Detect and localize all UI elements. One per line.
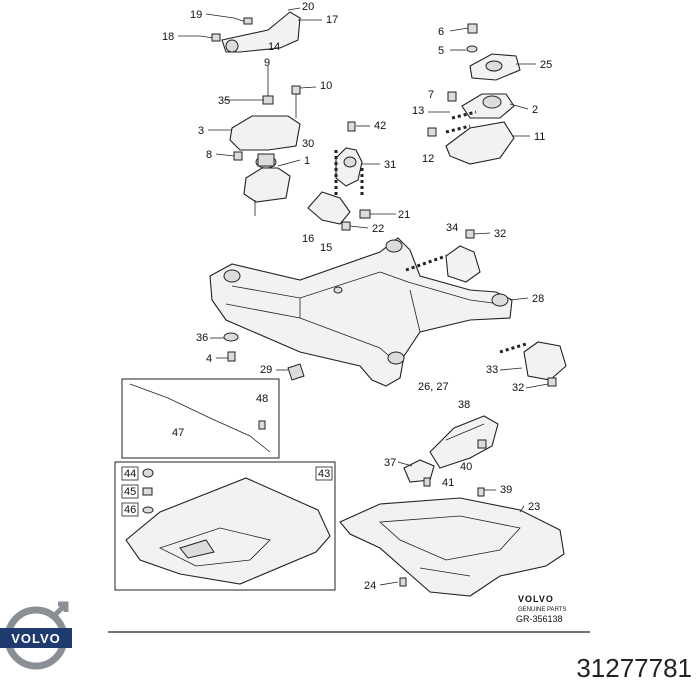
callout-10: 10 [320,80,332,92]
callout-41: 41 [442,477,454,489]
callout-17: 17 [326,14,338,26]
callout-5: 5 [438,45,444,57]
callout-12: 12 [422,153,434,165]
box-label-44: 44 [124,468,136,480]
engine-mount-bracket-3 [229,66,301,151]
callout-48: 48 [256,393,268,405]
callout-38: 38 [458,399,470,411]
drawing-number: GR-356138 [516,614,563,624]
callout-37: 37 [384,457,396,469]
front-subframe [209,237,513,387]
detail-box-panel [114,461,336,591]
genuine-parts-stamp: VOLVO GENUINE PARTS GR-356138 [516,594,566,624]
leader-lines [178,7,549,586]
callout-47: 47 [172,427,184,439]
box-label-43: 43 [318,468,330,480]
callout-35: 35 [218,95,230,107]
callout-19: 19 [190,9,202,21]
callout-29: 29 [260,364,272,376]
genuine-parts-text: GENUINE PARTS [518,607,566,613]
callout-18: 18 [162,31,174,43]
callout-24: 24 [364,580,376,592]
part-number: 31277781 [576,653,692,683]
callout-26-27: 26, 27 [418,381,449,393]
callout-15: 15 [320,242,332,254]
brand-stamp-text: VOLVO [518,594,554,604]
callout-40: 40 [460,461,472,473]
callout-8: 8 [206,149,212,161]
callout-1: 1 [304,155,310,167]
logo-text: VOLVO [11,631,61,646]
callout-39: 39 [500,484,512,496]
callout-28: 28 [532,293,544,305]
callout-7: 7 [428,89,434,101]
callout-33: 33 [486,364,498,376]
callout-3: 3 [198,125,204,137]
box-label-45: 45 [124,486,136,498]
callout-25: 25 [540,59,552,71]
callout-11: 11 [534,131,545,143]
callout-21: 21 [398,209,410,221]
callout-42: 42 [374,120,386,132]
callout-32-top: 32 [494,228,506,240]
detail-box-labels: 44 45 46 43 [124,468,330,516]
callout-22: 22 [372,223,384,235]
callout-32-bottom: 32 [512,382,524,394]
volvo-logo-icon: VOLVO [0,601,72,670]
callout-34: 34 [446,222,458,234]
callout-23: 23 [528,501,540,513]
callout-30: 30 [302,138,314,150]
callout-numbers: 19 20 17 18 14 9 10 35 3 8 1 30 42 31 21… [162,1,552,592]
engine-mount-1 [233,151,291,216]
torque-rod-group [199,11,301,53]
box-label-46: 46 [124,504,136,516]
detail-box-strip [121,378,280,459]
callout-16: 16 [302,233,314,245]
underbody-panel-23 [339,497,565,597]
callout-31: 31 [384,159,396,171]
mount-31-group [334,121,364,196]
callout-20: 20 [302,1,314,13]
mount-2-group [427,91,515,165]
washer-36-bolt-4 [223,332,305,381]
callout-4: 4 [206,353,212,365]
callout-9: 9 [264,57,270,69]
subframe-bracket-34 [405,229,481,283]
callout-36: 36 [196,332,208,344]
callout-6: 6 [438,26,444,38]
callout-14: 14 [268,41,280,53]
callout-2: 2 [532,104,538,116]
callout-13: 13 [412,105,424,117]
mount-25-group [466,23,521,81]
subframe-bracket-33 [499,341,567,387]
bracket-16-group [307,191,371,231]
